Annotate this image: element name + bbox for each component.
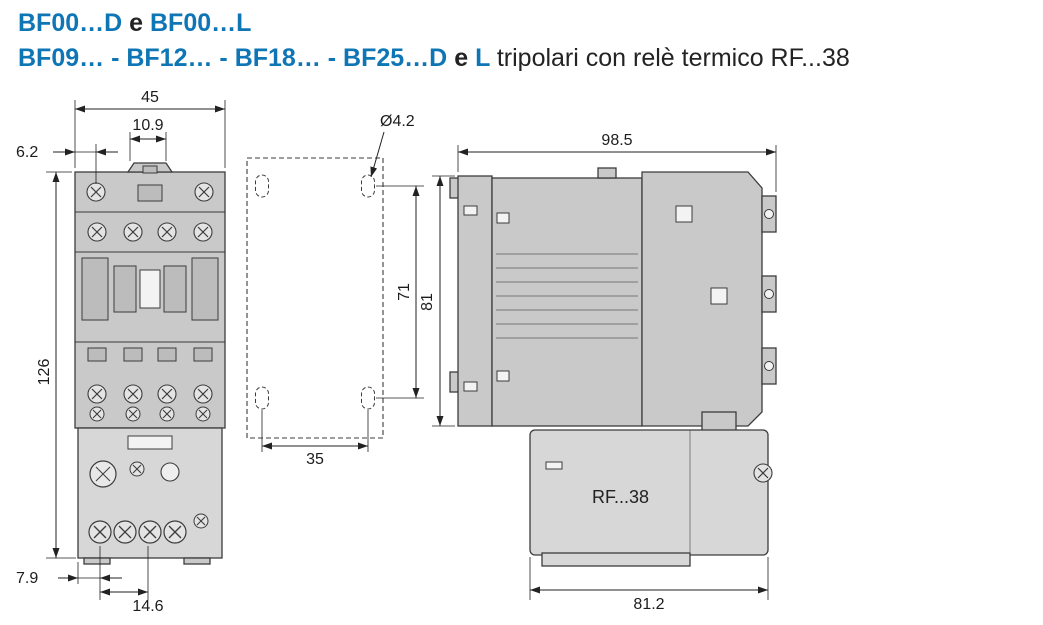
screw-icon bbox=[86, 182, 106, 202]
screw-icon bbox=[157, 384, 177, 404]
side-view-contactor bbox=[449, 167, 777, 439]
title-description: tripolari con relè termico RF...38 bbox=[496, 44, 850, 72]
dim-hole-spacing-horizontal: 35 bbox=[306, 451, 324, 468]
drilling-plan-view: Ø4.2 71 35 bbox=[246, 113, 424, 468]
title-conjunction-1: e bbox=[129, 9, 144, 37]
dim-front-width: 45 bbox=[141, 89, 159, 106]
dim-side-height: 81 bbox=[419, 293, 436, 311]
screw-icon bbox=[159, 406, 175, 422]
dim-front-height: 126 bbox=[36, 359, 53, 386]
dim-front-top-offset: 10.9 bbox=[132, 117, 163, 134]
page-title: BF00…D e BF00…L BF09… - BF12… - BF18… - … bbox=[18, 6, 850, 76]
side-view-dimensions: 98.5 81 81.2 bbox=[419, 132, 777, 613]
test-button-icon bbox=[129, 461, 145, 477]
screw-icon bbox=[123, 222, 143, 242]
front-view-contactor bbox=[74, 162, 226, 429]
mounting-hole bbox=[255, 174, 269, 198]
screw-icon bbox=[157, 222, 177, 242]
front-view-dimensions: 45 10.9 6.2 126 7.9 14.6 bbox=[16, 89, 226, 615]
screw-icon bbox=[87, 384, 107, 404]
reset-button-icon bbox=[160, 462, 180, 482]
mounting-hole bbox=[255, 386, 269, 410]
dim-front-terminal-pitch: 14.6 bbox=[132, 598, 163, 615]
screw-icon bbox=[87, 222, 107, 242]
dim-relay-depth: 81.2 bbox=[633, 596, 664, 613]
title-line-1: BF00…D e BF00…L bbox=[18, 6, 850, 41]
mounting-hole bbox=[361, 174, 375, 198]
front-view-relay bbox=[77, 427, 223, 565]
screw-icon bbox=[193, 222, 213, 242]
terminal-screw-icon bbox=[163, 520, 187, 544]
side-view-relay: RF...38 bbox=[529, 429, 773, 567]
terminal-screw-icon bbox=[753, 463, 773, 483]
dim-side-depth: 98.5 bbox=[601, 132, 632, 149]
terminal-screw-icon bbox=[138, 520, 162, 544]
title-conjunction-2: e bbox=[454, 44, 469, 72]
screw-icon bbox=[123, 384, 143, 404]
terminal-screw-icon bbox=[88, 520, 112, 544]
title-model-range-b: BF00…L bbox=[150, 9, 252, 37]
relay-model-label: RF...38 bbox=[592, 487, 649, 507]
title-line-2: BF09… - BF12… - BF18… - BF25…D e L tripo… bbox=[18, 41, 850, 76]
screw-icon bbox=[89, 406, 105, 422]
screw-icon bbox=[194, 182, 214, 202]
dim-hole-spacing-vertical: 71 bbox=[396, 283, 413, 301]
mounting-hole bbox=[361, 386, 375, 410]
screw-icon bbox=[193, 384, 213, 404]
terminal-screw-icon bbox=[113, 520, 137, 544]
dim-hole-diameter: Ø4.2 bbox=[380, 113, 415, 130]
dim-front-left-offset: 6.2 bbox=[16, 144, 38, 161]
dim-front-bottom-offset: 7.9 bbox=[16, 570, 38, 587]
screw-icon bbox=[125, 406, 141, 422]
title-model-l: L bbox=[475, 44, 490, 72]
terminal-screw-icon bbox=[193, 513, 209, 529]
title-model-range-a: BF00…D bbox=[18, 9, 123, 37]
screw-icon bbox=[195, 406, 211, 422]
title-model-range-c: BF09… - BF12… - BF18… - BF25…D bbox=[18, 44, 448, 72]
